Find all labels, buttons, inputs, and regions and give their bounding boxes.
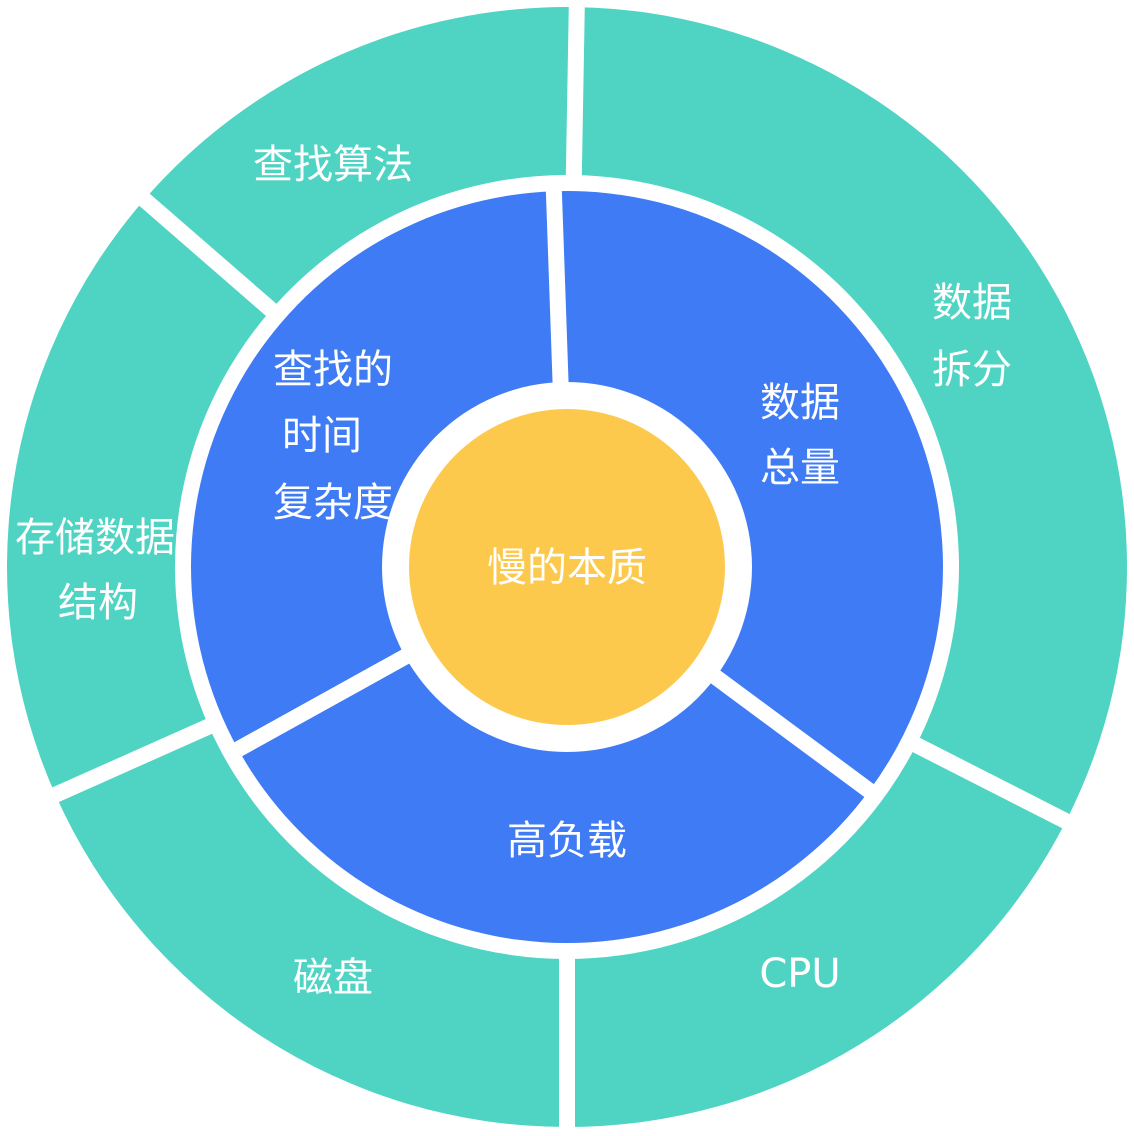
label-data-split-1: 数据 <box>932 280 1012 326</box>
middle-labels: 查找的 时间 复杂度 数据 总量 高负载 <box>273 347 840 864</box>
segment-storage-structure <box>6 199 272 795</box>
label-complexity-2: 时间 <box>282 413 362 459</box>
segment-divider <box>136 190 280 319</box>
outer-labels: 查找算法 数据 拆分 CPU 磁盘 存储数据 结构 <box>15 142 1012 1001</box>
label-complexity-3: 复杂度 <box>273 480 393 526</box>
label-volume-1: 数据 <box>760 380 840 426</box>
outer-ring <box>6 2 1127 1131</box>
segment-divider <box>702 664 878 800</box>
label-data-split-2: 拆分 <box>932 347 1012 393</box>
label-load: 高负载 <box>507 818 627 864</box>
segment-complexity <box>191 191 561 750</box>
segment-disk <box>55 726 567 1127</box>
segment-volume <box>553 191 943 791</box>
segment-divider <box>230 644 419 759</box>
middle-ring <box>191 186 943 944</box>
label-disk: 磁盘 <box>293 955 373 1001</box>
label-storage-structure-2: 结构 <box>58 580 138 626</box>
label-volume-2: 总量 <box>760 445 840 491</box>
label-storage-structure-1: 存储数据 <box>15 515 175 561</box>
segment-data-split <box>573 7 1127 822</box>
segment-load <box>238 653 870 944</box>
center-label: 慢的本质 <box>487 545 647 591</box>
label-search-algorithm: 查找算法 <box>253 142 413 188</box>
segment-divider <box>909 736 1074 831</box>
segment-divider <box>48 717 216 804</box>
segment-divider <box>565 2 585 180</box>
segment-cpu <box>567 744 1066 1127</box>
segment-search-algorithm <box>144 6 577 310</box>
label-complexity-1: 查找的 <box>273 347 393 393</box>
segment-divider <box>545 186 569 394</box>
center-circle <box>409 409 725 725</box>
label-cpu: CPU <box>759 951 840 997</box>
